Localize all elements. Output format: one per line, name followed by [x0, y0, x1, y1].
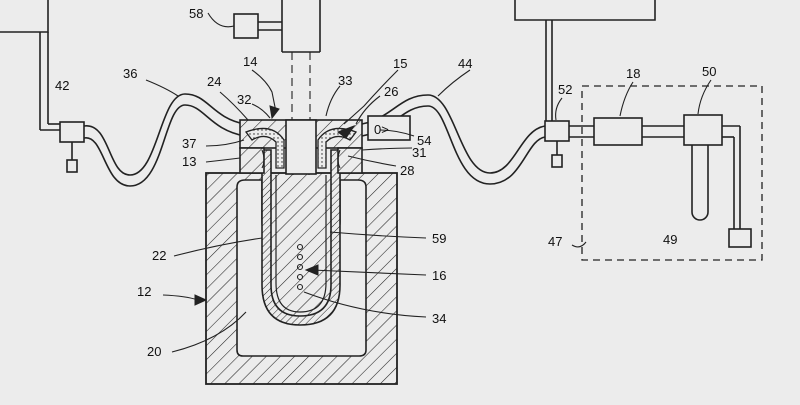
left-tube [83, 93, 246, 187]
label-49: 49 [663, 232, 677, 247]
right-valve [544, 120, 570, 168]
label-59: 59 [432, 231, 446, 246]
left-valve [40, 121, 85, 173]
label-26: 26 [384, 84, 398, 99]
label-24: 24 [207, 74, 221, 89]
pump-box: 0> [367, 115, 411, 141]
upper-column [233, 0, 321, 125]
label-50: 50 [702, 64, 716, 79]
label-44: 44 [458, 56, 472, 71]
label-22: 22 [152, 248, 166, 263]
dashed-enclosure [581, 85, 763, 261]
label-42: 42 [55, 78, 69, 93]
label-34: 34 [432, 311, 446, 326]
cap-assembly [239, 119, 363, 175]
label-12: 12 [137, 284, 151, 299]
top-right-component [514, 0, 656, 122]
label-33: 33 [338, 73, 352, 88]
label-32: 32 [237, 92, 251, 107]
top-left-component [0, 0, 49, 130]
filter-component [593, 117, 643, 146]
label-37: 37 [182, 136, 196, 151]
label-16: 16 [432, 268, 446, 283]
label-58: 58 [189, 6, 203, 21]
label-54: 54 [417, 133, 431, 148]
trap-component [683, 114, 752, 248]
label-47: 47 [548, 234, 562, 249]
label-15: 15 [393, 56, 407, 71]
label-13: 13 [182, 154, 196, 169]
label-28: 28 [400, 163, 414, 178]
label-52: 52 [558, 82, 572, 97]
label-31: 31 [412, 145, 426, 160]
label-36: 36 [123, 66, 137, 81]
leader-lines [145, 12, 712, 353]
label-18: 18 [626, 66, 640, 81]
label-14: 14 [243, 54, 257, 69]
label-20: 20 [147, 344, 161, 359]
reference-numerals: 58 14 15 33 36 24 42 32 26 44 52 18 50 3… [55, 6, 716, 359]
